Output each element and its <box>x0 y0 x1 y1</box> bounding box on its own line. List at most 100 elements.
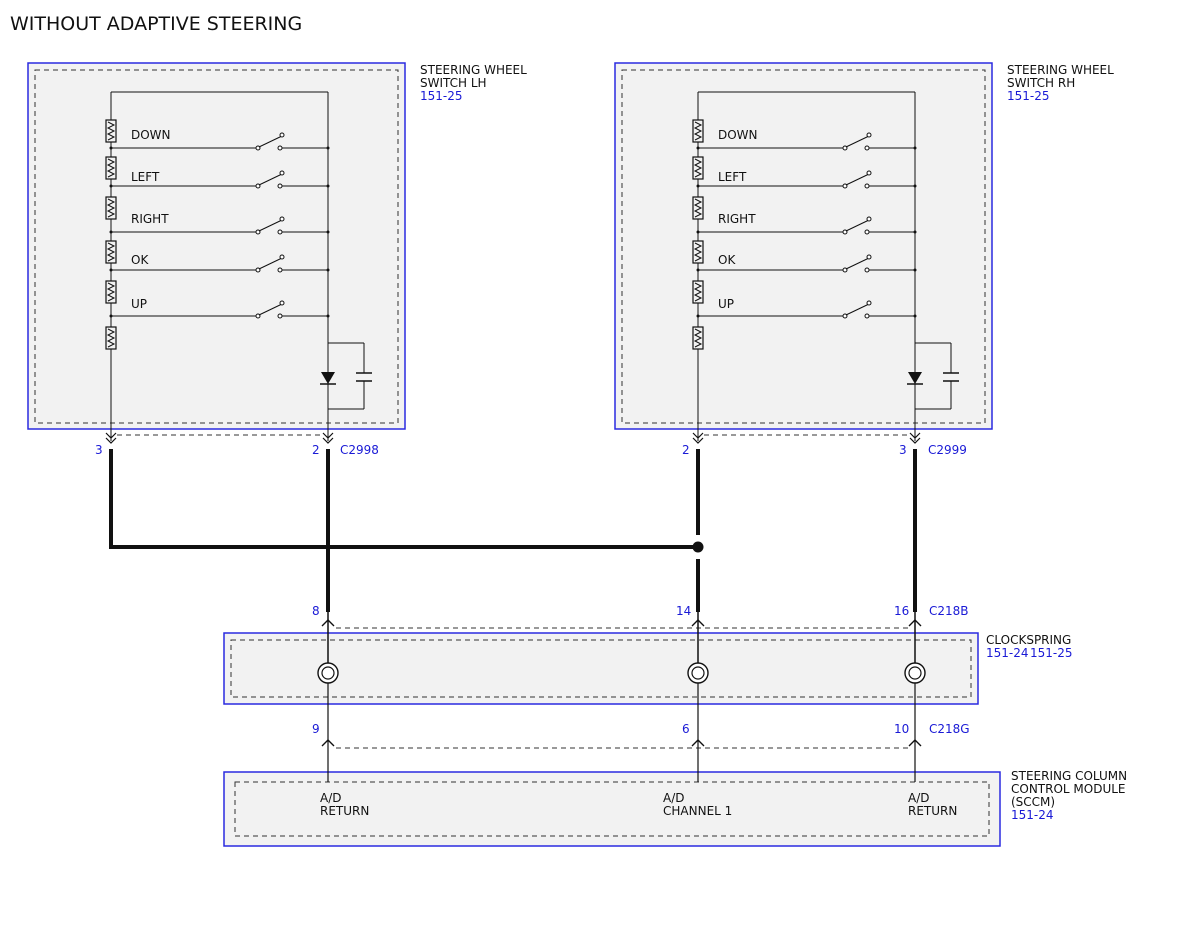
lh-resistor-2 <box>105 156 117 180</box>
lh-switch-1-contact-b <box>277 145 283 151</box>
rh-switch-5-pivot <box>866 300 872 306</box>
lh-switch-2-pivot <box>279 170 285 176</box>
rh-node-3 <box>913 230 917 234</box>
lh-node-4 <box>326 268 330 272</box>
lh-switch-3-contact-b <box>277 229 283 235</box>
clockspring-bottom-pin-3: 10 <box>894 722 909 736</box>
lh-switch-2-contact-b <box>277 183 283 189</box>
clockspring: CLOCKSPRING 151-24 151-25 <box>223 632 1073 705</box>
switch-rh-connector: C2999 <box>928 443 967 457</box>
lh-lnode-2 <box>109 184 113 188</box>
sccm-terminal-2-line2: CHANNEL 1 <box>663 804 732 818</box>
rh-resistor-6-zigzag <box>693 328 703 348</box>
switch-lh-name-1: STEERING WHEEL <box>420 63 527 77</box>
lh-switch-5-lever <box>258 303 283 316</box>
sccm-box <box>223 771 1001 847</box>
lh-resistor-4 <box>105 240 117 264</box>
rh-resistor-1-zigzag <box>693 121 703 141</box>
rh-resistor-2-zigzag <box>693 158 703 178</box>
lh-node-2 <box>326 184 330 188</box>
rh-resistor-2 <box>692 156 704 180</box>
rh-resistor-1 <box>692 119 704 143</box>
steering-wheel-switch-rh: STEERING WHEEL SWITCH RH 151-25 DOWNLEFT… <box>614 62 1114 444</box>
lh-resistor-3-zigzag <box>106 198 116 218</box>
rh-node-1 <box>913 146 917 150</box>
rh-resistor-6 <box>692 326 704 350</box>
rh-switch-2-lever <box>845 173 870 186</box>
rh-lnode-2 <box>696 184 700 188</box>
clockspring-name: CLOCKSPRING <box>986 633 1071 647</box>
switch-rh-ref: 151-25 <box>1007 89 1050 103</box>
lh-resistor-1 <box>105 119 117 143</box>
clockspring-coil-inner-2 <box>691 666 705 680</box>
sccm-terminal-1-line1: A/D <box>320 791 342 805</box>
switch-lh-connector: C2998 <box>340 443 379 457</box>
lh-switch-5-contact-b <box>277 313 283 319</box>
lh-resistor-3 <box>105 196 117 220</box>
clockspring-top-pin-2: 14 <box>676 604 691 618</box>
steering-wheel-switch-lh: STEERING WHEEL SWITCH LH 151-25 DOWNLEFT… <box>27 62 527 444</box>
lh-resistor-2-zigzag <box>106 158 116 178</box>
clockspring-coil-3 <box>904 662 926 684</box>
clockspring-top-pin-3: 16 <box>894 604 909 618</box>
rh-lnode-4 <box>696 268 700 272</box>
clockspring-coil-inner-3 <box>908 666 922 680</box>
lh-label-ok: OK <box>131 253 149 267</box>
lh-switch-4-lever <box>258 257 283 270</box>
connector-chevron-1-2 <box>691 619 705 627</box>
rh-switch-1-lever <box>845 135 870 148</box>
switch-lh-name-2: SWITCH LH <box>420 76 487 90</box>
connector-chevron-1-3 <box>908 619 922 627</box>
rh-label-ok: OK <box>718 253 736 267</box>
switch-lh-pin-left: 3 <box>95 443 103 457</box>
rh-switch-3-pivot <box>866 216 872 222</box>
lh-pin-chevron-b-1 <box>105 437 117 444</box>
rh-switch-4-contact-b <box>864 267 870 273</box>
rh-pin-chevron-2 <box>909 432 921 439</box>
switch-rh-name-1: STEERING WHEEL <box>1007 63 1114 77</box>
lh-switch-4-contact-b <box>277 267 283 273</box>
rh-resistor-3 <box>692 196 704 220</box>
lh-label-down: DOWN <box>131 128 171 142</box>
harness-wires <box>109 449 917 612</box>
lh-resistor-6 <box>105 326 117 350</box>
clockspring-coil-1 <box>317 662 339 684</box>
sccm-name-1: STEERING COLUMN <box>1011 769 1127 783</box>
clockspring-bottom-pin-2: 6 <box>682 722 690 736</box>
sccm-module: STEERING COLUMN CONTROL MODULE (SCCM) 15… <box>223 769 1127 847</box>
lh-resistor-5 <box>105 280 117 304</box>
rh-switch-1-pivot <box>866 132 872 138</box>
switch-lh-box <box>27 62 406 430</box>
lh-switch-5-pivot <box>279 300 285 306</box>
sccm-terminal-3-line2: RETURN <box>908 804 957 818</box>
lh-resistor-1-zigzag <box>106 121 116 141</box>
lh-lnode-4 <box>109 268 113 272</box>
lh-switch-3-lever <box>258 219 283 232</box>
sccm-terminal-2-line1: A/D <box>663 791 685 805</box>
sccm-terminal-1-line2: RETURN <box>320 804 369 818</box>
lh-node-1 <box>326 146 330 150</box>
connector-chevron-2-2 <box>691 739 705 747</box>
rh-lnode-3 <box>696 230 700 234</box>
rh-label-up: UP <box>718 297 734 311</box>
page-title: WITHOUT ADAPTIVE STEERING <box>10 13 302 35</box>
rh-resistor-5 <box>692 280 704 304</box>
lh-pin-chevron-1 <box>105 432 117 439</box>
clockspring-coil-2 <box>687 662 709 684</box>
switch-rh-box <box>614 62 993 430</box>
lh-label-up: UP <box>131 297 147 311</box>
clockspring-box <box>223 632 979 705</box>
rh-pin-chevron-b-1 <box>692 437 704 444</box>
lh-label-left: LEFT <box>131 170 160 184</box>
rh-switch-2-pivot <box>866 170 872 176</box>
rh-lnode-5 <box>696 314 700 318</box>
rh-switch-1-contact-b <box>864 145 870 151</box>
sccm-ref: 151-24 <box>1011 808 1054 822</box>
switch-lh-pin-right: 2 <box>312 443 320 457</box>
lh-resistor-6-zigzag <box>106 328 116 348</box>
rh-node-5 <box>913 314 917 318</box>
lh-node-3 <box>326 230 330 234</box>
